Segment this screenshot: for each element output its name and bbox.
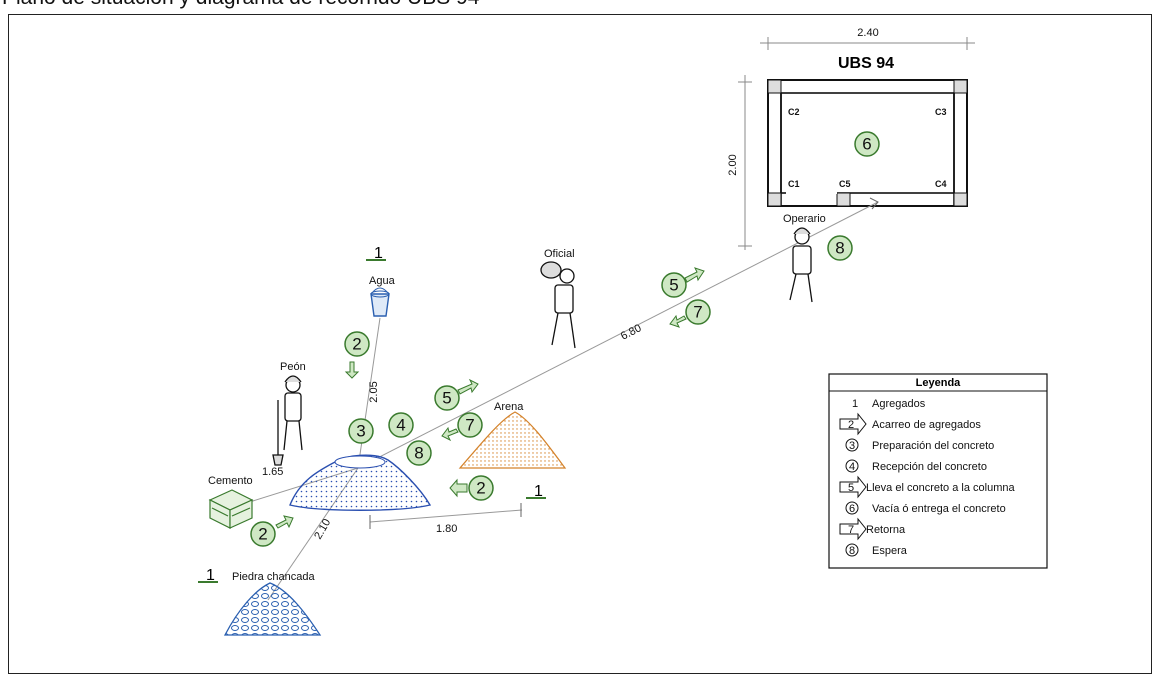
legend-item-2-label: Acarreo de agregados xyxy=(872,419,981,431)
concrete-mix-pile xyxy=(289,454,432,511)
step-2-agua: 2 xyxy=(344,331,370,379)
house-name: UBS 94 xyxy=(838,55,894,72)
cement-bags xyxy=(208,489,254,529)
svg-text:5: 5 xyxy=(442,389,451,408)
legend-item-4-num: 4 xyxy=(849,461,855,473)
crushed-stone-pile xyxy=(223,582,322,636)
distance-piedra: 2.10 xyxy=(312,517,333,542)
worker-oficial xyxy=(540,261,576,349)
water-bucket xyxy=(370,287,390,317)
step-4-marker: 4 xyxy=(388,412,414,438)
legend-item-3-label: Preparación del concreto xyxy=(872,440,994,452)
step-8-marker-operario: 8 xyxy=(827,235,853,261)
column-c4: C4 xyxy=(935,179,947,189)
worker-operario xyxy=(789,227,813,303)
svg-text:5: 5 xyxy=(669,276,678,295)
legend-item-6-label: Vacía ó entrega el concreto xyxy=(872,503,1006,515)
svg-text:1: 1 xyxy=(374,245,383,262)
svg-text:7: 7 xyxy=(465,416,474,435)
label-operario: Operario xyxy=(783,213,826,225)
step-2-cemento: 2 xyxy=(250,515,294,547)
worker-peon xyxy=(272,375,303,466)
legend-item-8-label: Espera xyxy=(872,545,908,557)
svg-text:2: 2 xyxy=(476,479,485,498)
step-8-marker-mix: 8 xyxy=(406,440,432,466)
svg-text:4: 4 xyxy=(396,416,405,435)
page-title: Plano de situación y diagrama de recorri… xyxy=(2,0,479,10)
legend-item-2-num: 2 xyxy=(848,419,854,431)
svg-text:2: 2 xyxy=(258,525,267,544)
sand-pile xyxy=(458,411,567,469)
legend-title: Leyenda xyxy=(916,377,962,389)
column-c2: C2 xyxy=(788,107,800,117)
step-7-marker-route: 7 xyxy=(669,299,711,328)
step-2-arena: 2 xyxy=(449,475,494,501)
legend-item-4-label: Recepción del concreto xyxy=(872,461,987,473)
distance-main: 6.80 xyxy=(619,322,644,342)
house-plan: 2.40 UBS 94 2.00 C2 C3 C1 C5 C4 6 xyxy=(727,27,975,250)
svg-text:7: 7 xyxy=(693,303,702,322)
distance-agua: 2.05 xyxy=(368,381,380,402)
step-7-marker-mix: 7 xyxy=(441,412,483,442)
aggregate-marker-arena: 1 xyxy=(526,483,546,500)
aggregate-marker-agua: 1 xyxy=(366,245,386,262)
svg-text:8: 8 xyxy=(835,239,844,258)
legend-box: Leyenda 1 Agregados 2 Acarreo de agregad… xyxy=(828,373,1048,569)
legend-item-3-num: 3 xyxy=(849,440,855,452)
aggregate-marker-piedra: 1 xyxy=(198,567,218,584)
svg-text:1: 1 xyxy=(534,483,543,500)
label-cemento: Cemento xyxy=(208,475,253,487)
legend-item-7-label: Retorna xyxy=(866,524,906,536)
legend-item-5-num: 5 xyxy=(848,482,854,494)
house-height-dim: 2.00 xyxy=(727,154,739,175)
svg-text:3: 3 xyxy=(356,422,365,441)
legend-item-6-num: 6 xyxy=(849,503,855,515)
column-c5: C5 xyxy=(839,179,851,189)
svg-text:1: 1 xyxy=(206,567,215,584)
distance-cemento: 1.65 xyxy=(262,466,283,478)
label-agua: Agua xyxy=(369,275,396,287)
step-5-marker-route: 5 xyxy=(661,267,705,298)
legend-item-8-num: 8 xyxy=(849,545,855,557)
svg-text:2: 2 xyxy=(352,335,361,354)
legend-item-1-label: Agregados xyxy=(872,398,926,410)
step-6-marker: 6 xyxy=(862,135,871,154)
label-oficial: Oficial xyxy=(544,248,575,260)
label-arena: Arena xyxy=(494,401,524,413)
legend-item-5-label: Lleva el concreto a la columna xyxy=(866,482,1015,494)
distance-arena: 1.80 xyxy=(436,523,457,535)
legend-item-7-num: 7 xyxy=(848,524,854,536)
svg-text:8: 8 xyxy=(414,444,423,463)
step-5-marker-mix: 5 xyxy=(434,378,479,411)
column-c1: C1 xyxy=(788,179,800,189)
house-width-dim: 2.40 xyxy=(857,27,878,39)
step-3-marker: 3 xyxy=(348,418,374,444)
legend-item-1-num: 1 xyxy=(852,398,858,410)
column-c3: C3 xyxy=(935,107,947,117)
label-piedra: Piedra chancada xyxy=(232,571,315,583)
label-peon: Peón xyxy=(280,361,306,373)
